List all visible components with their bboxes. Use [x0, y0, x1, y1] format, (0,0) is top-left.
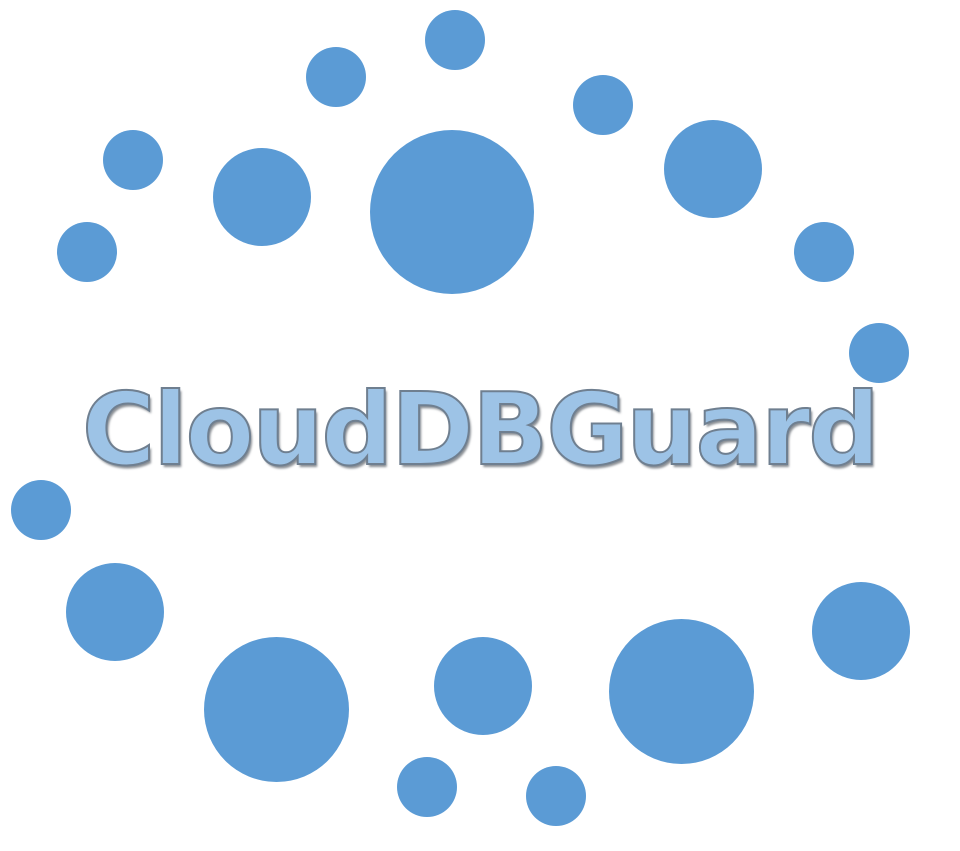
- logo-dot: [526, 766, 586, 826]
- logo-dot: [573, 75, 633, 135]
- logo-dot: [66, 563, 164, 661]
- logo-dot: [609, 619, 754, 764]
- logo-dot: [664, 120, 762, 218]
- logo-dot: [306, 47, 366, 107]
- logo-dot: [812, 582, 910, 680]
- logo-dot: [425, 10, 485, 70]
- logo-dot: [794, 222, 854, 282]
- logo-dot: [370, 130, 534, 294]
- logo-dot: [213, 148, 311, 246]
- logo-dot: [103, 130, 163, 190]
- logo-dot: [11, 480, 71, 540]
- logo-dot: [434, 637, 532, 735]
- logo-dot: [849, 323, 909, 383]
- logo-wordmark: CloudDBGuard: [81, 370, 881, 489]
- logo-dot: [397, 757, 457, 817]
- logo-dot: [204, 637, 349, 782]
- logo-dot: [57, 222, 117, 282]
